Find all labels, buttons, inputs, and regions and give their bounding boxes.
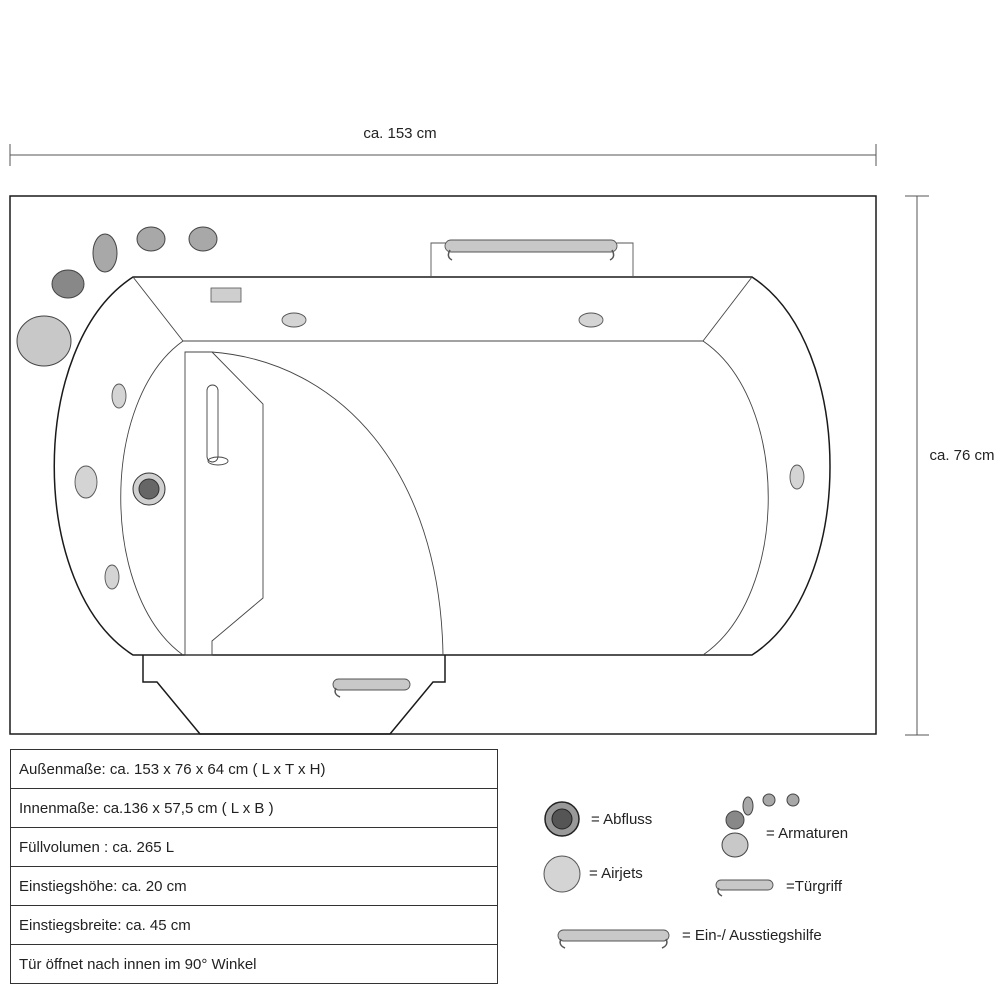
legend-drain-symbol xyxy=(544,801,580,837)
legend-grab-bar-label: = Ein-/ Ausstiegshilfe xyxy=(682,927,822,944)
spec-entry-height: Einstiegshöhe: ca. 20 cm xyxy=(10,866,498,906)
airjet xyxy=(578,312,604,328)
grab-bar-top xyxy=(444,239,618,261)
door-swing-arc xyxy=(211,351,444,656)
door-panel xyxy=(184,351,264,656)
legend-fittings-label: = Armaturen xyxy=(766,825,848,842)
spec-fill-volume: Füllvolumen : ca. 265 L xyxy=(10,827,498,867)
spec-entry-width: Einstiegsbreite: ca. 45 cm xyxy=(10,905,498,945)
length-label: ca. 153 cm xyxy=(363,125,436,142)
legend-airjet-symbol xyxy=(543,855,581,893)
airjet xyxy=(789,464,805,490)
airjet xyxy=(74,465,98,499)
door-inner-handle xyxy=(206,384,219,463)
door-entry-outline xyxy=(142,655,446,735)
drain xyxy=(132,472,166,506)
tub-inner-basin xyxy=(120,340,769,656)
spec-door-opening: Tür öffnet nach innen im 90° Winkel xyxy=(10,944,498,984)
door-handle xyxy=(332,678,411,698)
spec-outer-dimensions: Außenmaße: ca. 153 x 76 x 64 cm ( L x T … xyxy=(10,749,498,789)
spec-table: Außenmaße: ca. 153 x 76 x 64 cm ( L x T … xyxy=(10,749,498,984)
spec-row: Innenmaße: ca.136 x 57,5 cm ( L x B ) xyxy=(10,788,498,828)
spec-row: Einstiegsbreite: ca. 45 cm xyxy=(10,905,498,945)
legend-door-handle-symbol xyxy=(715,879,774,897)
depth-label: ca. 76 cm xyxy=(929,447,994,464)
tub-basin-outline xyxy=(53,276,831,656)
legend-door-handle-label: =Türgriff xyxy=(786,878,843,895)
fitting xyxy=(92,233,118,273)
control-panel xyxy=(210,287,242,303)
corner-line-top-left xyxy=(132,276,184,342)
door-handle-base xyxy=(207,456,229,466)
fitting xyxy=(136,226,166,252)
corner-line-top-right xyxy=(702,276,753,342)
length-dimension xyxy=(9,144,877,166)
spec-row: Tür öffnet nach innen im 90° Winkel xyxy=(10,944,498,984)
fitting xyxy=(51,269,85,299)
airjet xyxy=(281,312,307,328)
spec-row: Einstiegshöhe: ca. 20 cm xyxy=(10,866,498,906)
spec-row: Füllvolumen : ca. 265 L xyxy=(10,827,498,867)
fittings-group xyxy=(16,226,218,367)
depth-dimension xyxy=(905,195,929,736)
spec-inner-dimensions: Innenmaße: ca.136 x 57,5 cm ( L x B ) xyxy=(10,788,498,828)
spec-row: Außenmaße: ca. 153 x 76 x 64 cm ( L x T … xyxy=(10,749,498,789)
fitting xyxy=(188,226,218,252)
tub-outer-rim xyxy=(9,195,877,735)
legend-grab-bar-symbol xyxy=(557,929,670,949)
fitting xyxy=(16,315,72,367)
airjet xyxy=(104,564,120,590)
legend-drain-label: = Abfluss xyxy=(591,811,652,828)
legend-fittings-symbol xyxy=(721,793,800,858)
airjets-group xyxy=(74,312,805,590)
airjet xyxy=(111,383,127,409)
legend-airjets-label: = Airjets xyxy=(589,865,643,882)
